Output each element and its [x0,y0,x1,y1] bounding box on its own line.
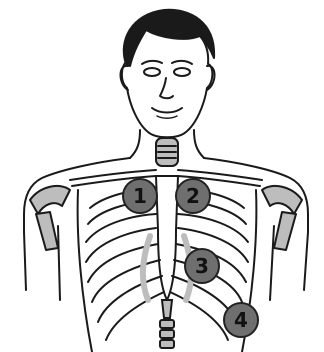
marker-4-label: 4 [234,308,248,332]
marker-2: 2 [176,179,210,213]
marker-1-label: 1 [133,184,147,208]
marker-1: 1 [123,179,157,213]
marker-2-label: 2 [186,184,200,208]
head-illustration [121,10,215,137]
marker-3: 3 [185,249,219,283]
marker-4: 4 [224,303,258,337]
marker-3-label: 3 [195,254,209,278]
